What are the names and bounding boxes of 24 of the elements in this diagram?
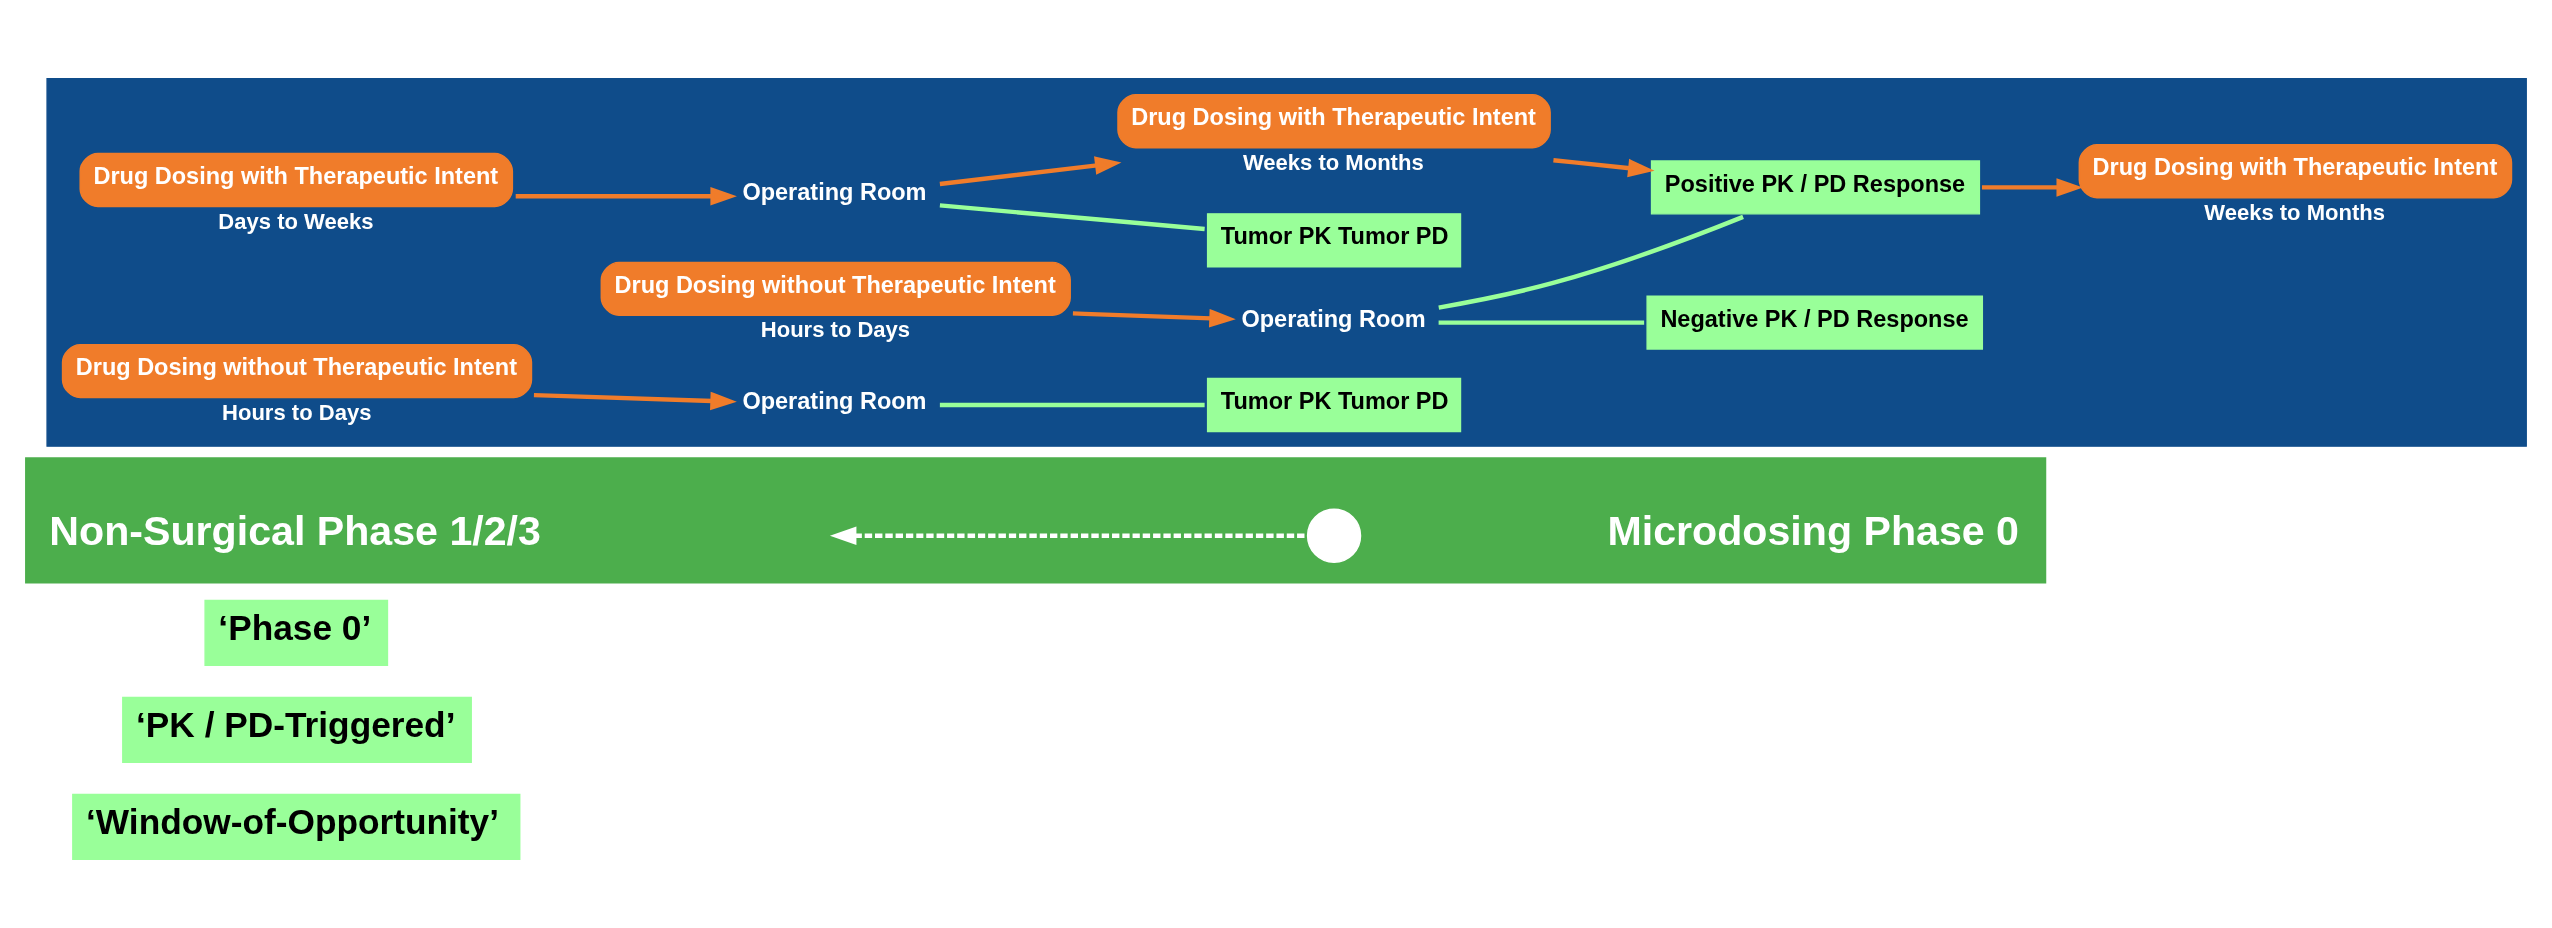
node-label: Weeks to Months (1242, 149, 1424, 175)
node-text: Operating Room (1241, 305, 1426, 332)
arrow (1072, 308, 1236, 328)
arrow (515, 186, 737, 205)
arrow (829, 526, 1307, 545)
node-label: Days to Weeks (218, 208, 374, 234)
arrow (1981, 177, 2083, 197)
node-text: Non-Surgical Phase 1/2/3 (49, 507, 541, 554)
cluster (25, 456, 2047, 584)
connector (939, 402, 1205, 407)
node-text: Microdosing Phase 0 (1607, 507, 2019, 554)
node-label: Weeks to Months (2204, 199, 2386, 225)
cluster (46, 77, 2527, 447)
node-label: Hours to Days (760, 316, 911, 342)
node-circle (1306, 508, 1362, 563)
node-text: Operating Room (742, 387, 927, 414)
connector (1438, 319, 1645, 325)
connector (1438, 214, 1744, 310)
arrow (939, 155, 1122, 186)
connector (939, 202, 1205, 231)
arrow (533, 391, 737, 410)
node-text: Operating Room (742, 178, 927, 205)
arrow (1553, 157, 1655, 177)
node-label: Hours to Days (222, 399, 372, 425)
